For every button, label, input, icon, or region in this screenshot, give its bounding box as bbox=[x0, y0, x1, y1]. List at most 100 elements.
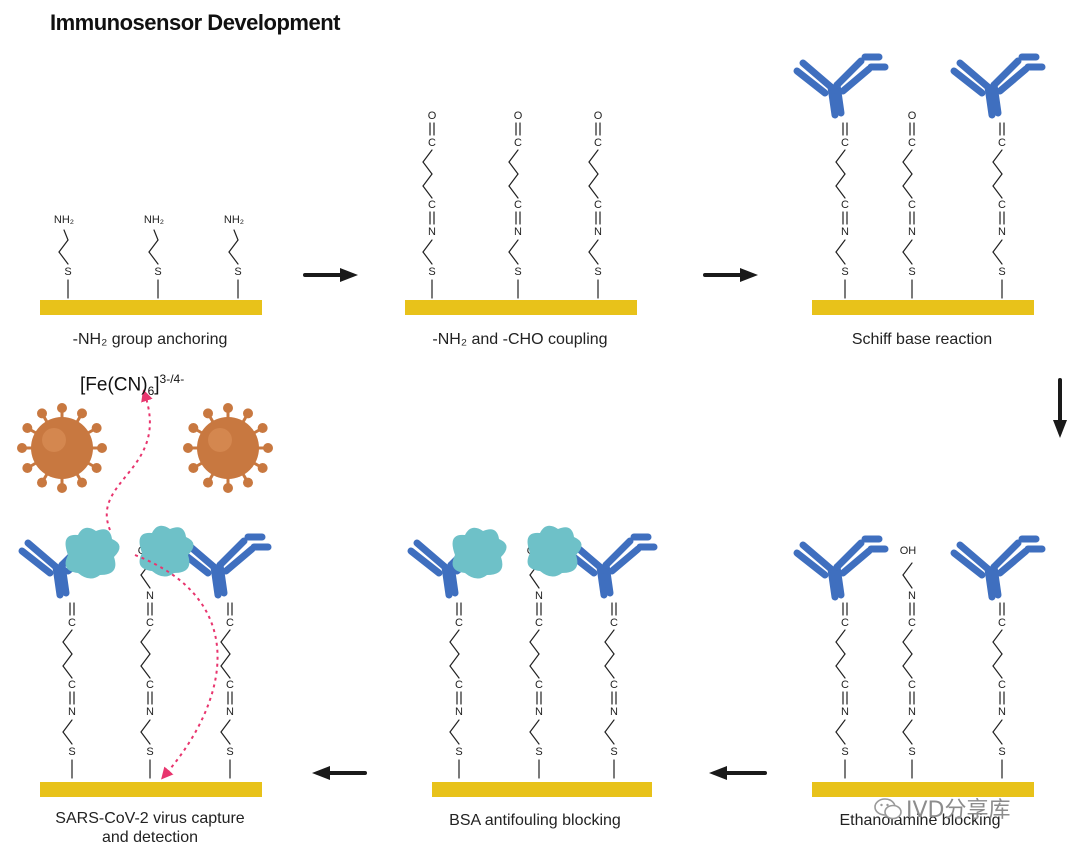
linker-bond bbox=[449, 641, 460, 655]
linker-bond bbox=[902, 251, 913, 265]
linker-bond bbox=[529, 653, 540, 667]
nitrogen-atom: N bbox=[68, 706, 76, 718]
carbon-atom: C bbox=[146, 617, 154, 629]
oxygen-atom: O bbox=[514, 110, 523, 122]
spike-head bbox=[91, 463, 102, 473]
antibody-chain bbox=[827, 565, 839, 601]
carbon-atom: C bbox=[841, 679, 849, 691]
amine-group: NH₂ bbox=[54, 214, 74, 226]
linker-bond bbox=[529, 665, 540, 679]
linker-bond bbox=[992, 719, 1003, 733]
antibody-chain bbox=[839, 65, 873, 95]
carbon-atom: C bbox=[535, 617, 543, 629]
spike-head bbox=[57, 403, 67, 413]
antibody-chain bbox=[833, 563, 845, 599]
spike-head bbox=[188, 423, 199, 433]
antibody-chain bbox=[216, 537, 248, 569]
linker-bond bbox=[902, 653, 913, 667]
ethanol-bond bbox=[902, 574, 913, 589]
ethanol-bond bbox=[140, 574, 151, 589]
antibody-chain bbox=[827, 83, 839, 119]
spike-head bbox=[203, 477, 213, 488]
carbon-atom: C bbox=[908, 679, 916, 691]
linker-bond bbox=[140, 641, 151, 655]
ethyl-bond bbox=[153, 229, 159, 241]
linker-bond bbox=[588, 239, 599, 253]
sulfur-atom: S bbox=[428, 266, 435, 278]
carbon-atom: C bbox=[841, 199, 849, 211]
carbon-atom: C bbox=[998, 679, 1006, 691]
linker-bond bbox=[588, 161, 599, 175]
antibody bbox=[950, 535, 1046, 601]
linker-bond bbox=[992, 173, 1003, 187]
linker-bond bbox=[62, 629, 73, 643]
caption-virus-capture-line1: SARS-CoV-2 virus capture bbox=[55, 810, 245, 827]
linker-bond bbox=[529, 641, 540, 655]
carbon-atom: C bbox=[908, 617, 916, 629]
sulfur-atom: S bbox=[535, 746, 542, 758]
ethanol-bond bbox=[529, 574, 540, 589]
sulfur-atom: S bbox=[146, 746, 153, 758]
linker-bond bbox=[62, 731, 73, 745]
linker-bond bbox=[604, 653, 615, 667]
linker-bond bbox=[992, 665, 1003, 679]
ethyl-bond bbox=[58, 239, 69, 253]
linker-bond bbox=[902, 149, 913, 163]
spike-head bbox=[91, 423, 102, 433]
caption-amine-anchoring: -NH₂ group anchoring bbox=[72, 331, 228, 348]
carbon-atom: C bbox=[455, 679, 463, 691]
spike-head bbox=[243, 408, 253, 419]
linker-bond bbox=[835, 161, 846, 175]
linker-bond bbox=[835, 665, 846, 679]
nitrogen-atom: N bbox=[146, 706, 154, 718]
virus-highlight bbox=[208, 428, 232, 452]
linker-bond bbox=[508, 185, 519, 199]
linker-bond bbox=[422, 185, 433, 199]
wechat-icon bbox=[874, 798, 902, 820]
carbon-atom: C bbox=[610, 679, 618, 691]
bsa-protein bbox=[65, 527, 120, 579]
linker-bond bbox=[422, 149, 433, 163]
antibody-chain bbox=[990, 81, 1002, 117]
linker-bond bbox=[508, 149, 519, 163]
linker-bond bbox=[992, 731, 1003, 745]
antibody bbox=[950, 53, 1046, 119]
antibody-chain bbox=[990, 539, 1022, 571]
linker-bond bbox=[902, 731, 913, 745]
spike-head bbox=[223, 403, 233, 413]
linker-bond bbox=[588, 251, 599, 265]
linker-bond bbox=[62, 665, 73, 679]
antibody-chain bbox=[793, 67, 829, 97]
linker-bond bbox=[422, 239, 433, 253]
spike-head bbox=[57, 483, 67, 493]
nitrogen-atom: N bbox=[610, 706, 618, 718]
linker-bond bbox=[449, 731, 460, 745]
antibody-chain bbox=[996, 65, 1030, 95]
antibody-chain bbox=[799, 59, 835, 91]
antibody-chain bbox=[222, 545, 256, 575]
carbon-atom: C bbox=[594, 199, 602, 211]
antibody bbox=[562, 533, 658, 599]
redox-probe-close: ] bbox=[154, 374, 160, 396]
oxygen-atom: O bbox=[908, 110, 917, 122]
redox-diffusion-path-down bbox=[134, 554, 219, 780]
antibody-chain bbox=[602, 561, 614, 597]
sulfur-atom: S bbox=[998, 746, 1005, 758]
linker-bond bbox=[992, 185, 1003, 199]
spike-head bbox=[223, 483, 233, 493]
spike-head bbox=[97, 443, 107, 453]
carbon-atom: C bbox=[226, 617, 234, 629]
linker-bond bbox=[449, 653, 460, 667]
spike-head bbox=[77, 408, 87, 419]
antibody-chain bbox=[407, 547, 443, 577]
antibody-chain bbox=[799, 541, 835, 573]
sulfur-atom: S bbox=[455, 746, 462, 758]
redox-probe-base: [Fe(CN) bbox=[80, 374, 148, 396]
nitrogen-atom: N bbox=[841, 706, 849, 718]
diagram-title: Immunosensor Development bbox=[50, 10, 340, 35]
spike-head bbox=[263, 443, 273, 453]
redox-diffusion-path-up bbox=[105, 389, 153, 531]
linker-bond bbox=[449, 629, 460, 643]
linker-bond bbox=[902, 239, 913, 253]
linker-bond bbox=[835, 719, 846, 733]
